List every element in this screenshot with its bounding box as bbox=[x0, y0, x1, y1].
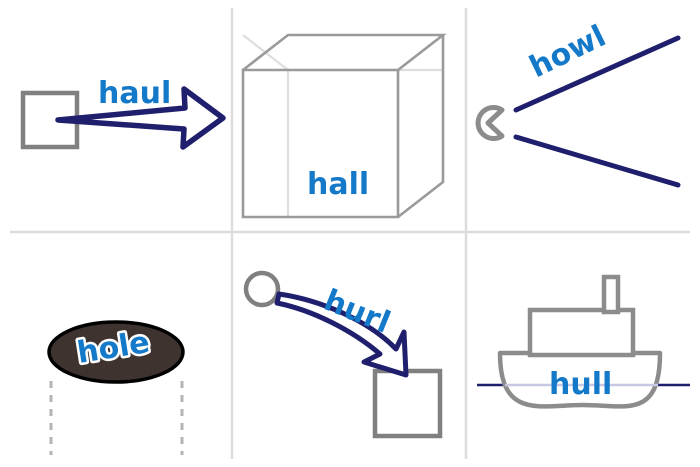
cube-right-face bbox=[397, 35, 445, 219]
howl-sound-line-upper bbox=[513, 35, 681, 113]
boat-smokestack bbox=[601, 274, 621, 315]
hurl-curved-arrow bbox=[274, 291, 409, 378]
hall-label: hall bbox=[307, 167, 369, 202]
hurl-circle bbox=[243, 270, 281, 308]
hurl-square bbox=[372, 368, 443, 439]
haul-right-arrow bbox=[55, 86, 226, 150]
boat-hull bbox=[497, 350, 663, 409]
howl-open-mouth-circle bbox=[475, 105, 505, 141]
haul-label: haul bbox=[98, 76, 171, 111]
hull-label: hull bbox=[549, 367, 612, 402]
howl-sound-line-lower bbox=[513, 134, 681, 188]
hole-dark-ellipse bbox=[47, 320, 185, 384]
cube-back-top-face bbox=[242, 33, 447, 72]
boat-cabin bbox=[527, 307, 636, 358]
